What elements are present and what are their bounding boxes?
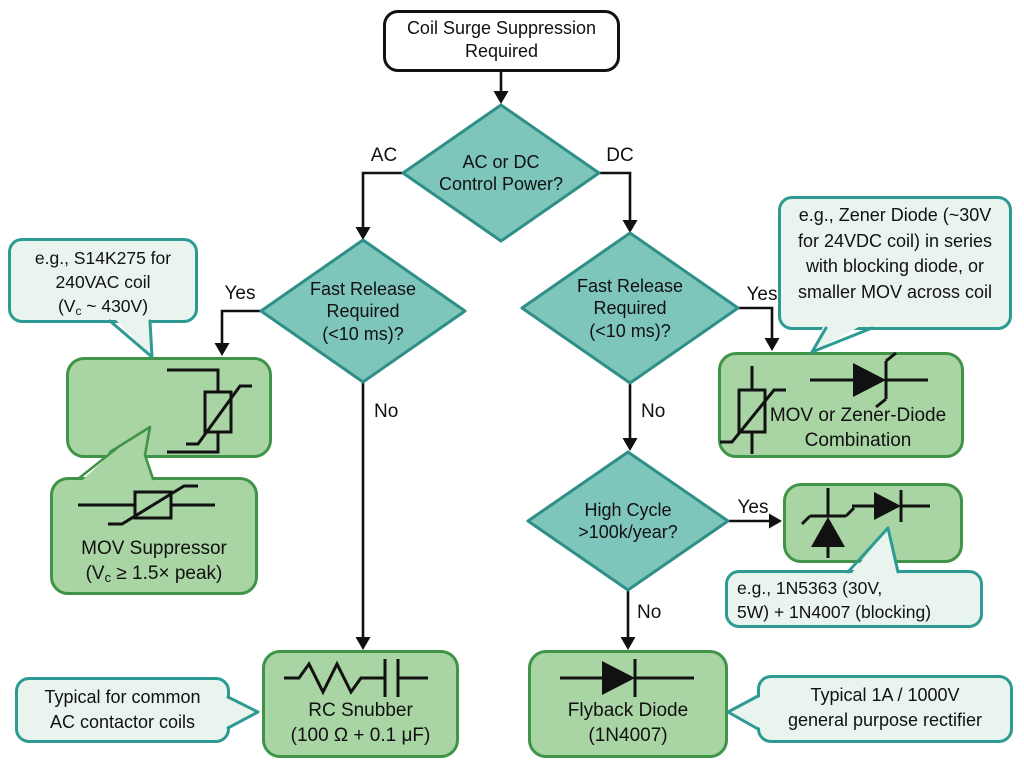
outcome-box-mov-circuit — [66, 357, 272, 458]
arrowhead-down-icon — [355, 227, 371, 240]
callout-rc-note — [15, 677, 230, 743]
callout-flyback-note-text: Typical 1A / 1000V general purpose recti… — [761, 683, 1009, 733]
tail-flyback-note-edge — [726, 694, 760, 731]
decision-fast-release-dc-label: Fast Release Required (<10 ms)? — [550, 275, 710, 342]
arrowhead-down-icon — [620, 637, 636, 650]
spec-post: ≥ 1.5× peak) — [111, 563, 223, 585]
callout-mov-example-text: e.g., S14K275 for 240VAC coil (Vc ~ 430V… — [12, 246, 194, 320]
spec-pre: (V — [57, 296, 76, 317]
start-line1: Coil Surge Suppression — [406, 18, 597, 38]
edge-label-ac: AC — [370, 145, 398, 166]
callout-rc-note-text: Typical for common AC contactor coils — [19, 685, 226, 735]
tail-mov-example-edge — [108, 319, 154, 359]
callout-flyback-note — [757, 675, 1013, 743]
callout-mov-example — [8, 238, 198, 323]
start-node-label: Coil Surge Suppression Required — [383, 17, 620, 64]
arrowhead-down-icon — [622, 220, 638, 233]
spec-sub: c — [75, 304, 82, 319]
flyback-diode-line1: Flyback Diode — [567, 700, 689, 721]
connector-dc — [599, 171, 632, 221]
arrowhead-down-icon — [214, 343, 230, 356]
spec-post: ~ 430V) — [81, 296, 149, 317]
fast-release-dc-line3: (<10 ms)? — [589, 320, 671, 341]
callout-diode-parts-text: e.g., 1N5363 (30V, 5W) + 1N4007 (blockin… — [737, 576, 977, 624]
rc-note-line2: AC contactor coils — [49, 711, 196, 732]
decision-power-line1: AC or DC — [462, 152, 540, 172]
flyback-diode-line2: (1N4007) — [588, 725, 668, 747]
callout-zener-example-text: e.g., Zener Diode (~30V for 24VDC coil) … — [782, 203, 1008, 305]
arrowhead-down-icon — [622, 438, 638, 451]
edge-label-dc: DC — [606, 145, 634, 166]
connector-yes-dc — [738, 306, 774, 339]
high-cycle-line1: High Cycle — [584, 500, 672, 520]
tail-rc-note-edge — [226, 695, 260, 730]
high-cycle-line2: >100k/year? — [578, 522, 678, 543]
diode-parts-line2: 5W) + 1N4007 (blocking) — [737, 602, 932, 623]
tail-zener-example-edge — [810, 326, 874, 354]
zener-example-line3: with blocking diode, or — [805, 256, 985, 277]
mov-suppressor-line2: (Vc ≥ 1.5× peak) — [55, 561, 253, 586]
mov-example-line3: (Vc ~ 430V) — [12, 294, 194, 319]
edge-label-yes-ac: Yes — [224, 283, 256, 304]
diode-parts-line1: e.g., 1N5363 (30V, — [737, 578, 883, 598]
decision-fast-release-ac-label: Fast Release Required (<10 ms)? — [283, 278, 443, 345]
fast-release-ac-line2: Required — [326, 301, 400, 322]
arrowhead-down-icon — [764, 338, 780, 351]
edge-label-no-ac: No — [374, 401, 399, 422]
mov-zener-line2: Combination — [804, 430, 912, 452]
spec-pre: (V — [85, 563, 105, 585]
rc-snubber-line1: RC Snubber — [308, 700, 413, 721]
edge-label-yes-dc: Yes — [746, 284, 778, 305]
fast-release-ac-line1: Fast Release — [309, 279, 417, 299]
mov-suppressor-line1: MOV Suppressor — [81, 538, 227, 559]
zener-example-line2: for 24VDC coil) in series — [797, 230, 993, 251]
mov-zener-line1: MOV or Zener-Diode — [769, 405, 947, 426]
edge-label-no-high-cycle: No — [637, 602, 662, 623]
decision-power-line2: Control Power? — [438, 174, 564, 195]
decision-power-label: AC or DC Control Power? — [421, 151, 581, 196]
mov-suppressor-label: MOV Suppressor (Vc ≥ 1.5× peak) — [55, 536, 253, 586]
edge-label-yes-high-cycle: Yes — [737, 497, 769, 518]
arrowhead-down-icon — [493, 91, 509, 104]
mov-example-line2: 240VAC coil — [55, 272, 151, 293]
start-node-box — [383, 10, 620, 72]
outcome-box-zener-diode-combo — [783, 483, 963, 563]
flyback-diode-label: Flyback Diode (1N4007) — [533, 698, 723, 748]
spec-sub: c — [104, 570, 112, 586]
outcome-box-flyback-diode — [528, 650, 728, 758]
mov-zener-label: MOV or Zener-Diode Combination — [752, 403, 964, 453]
fast-release-dc-line1: Fast Release — [576, 276, 684, 296]
connector-ac — [361, 171, 403, 228]
zener-example-line1: e.g., Zener Diode (~30V — [798, 205, 992, 225]
arrowhead-down-icon — [355, 637, 371, 650]
fast-release-ac-line3: (<10 ms)? — [322, 323, 404, 344]
flyback-note-line1: Typical 1A / 1000V — [810, 685, 960, 705]
connector-yes-ac — [220, 309, 266, 344]
callout-zener-example — [778, 196, 1012, 330]
start-line2: Required — [464, 41, 539, 62]
rc-snubber-line2: (100 Ω + 0.1 μF) — [290, 725, 431, 747]
mov-example-line1: e.g., S14K275 for — [34, 248, 172, 268]
flyback-note-line2: general purpose rectifier — [787, 709, 983, 730]
rc-snubber-label: RC Snubber (100 Ω + 0.1 μF) — [267, 698, 454, 748]
fast-release-dc-line2: Required — [593, 298, 667, 319]
rc-note-line1: Typical for common — [44, 687, 201, 707]
zener-example-line4: smaller MOV across coil — [797, 281, 993, 302]
decision-high-cycle-label: High Cycle >100k/year? — [548, 499, 708, 544]
edge-label-no-dc: No — [641, 401, 666, 422]
